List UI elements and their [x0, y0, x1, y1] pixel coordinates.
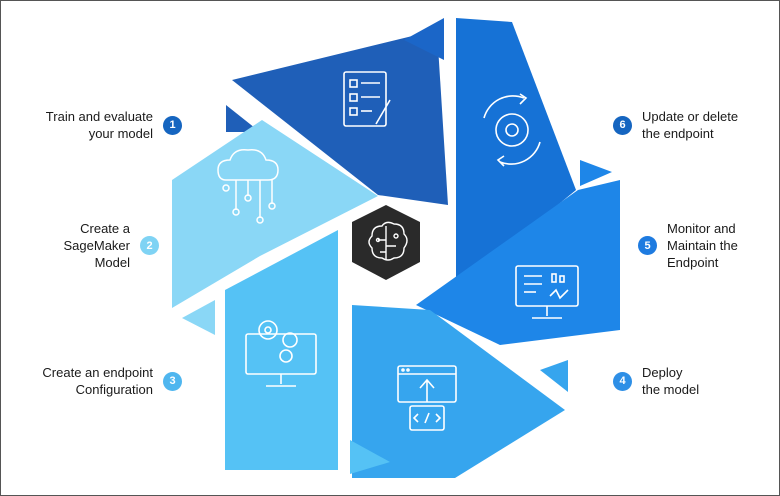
step-3-label: Create an endpoint Configuration [42, 365, 153, 397]
step-6: 6 Update or delete the endpoint [613, 108, 738, 142]
segment-2 [172, 120, 378, 308]
checklist-icon [343, 71, 391, 127]
segment-1 [232, 30, 448, 205]
step-2-label: Create a SageMaker Model [63, 221, 130, 270]
segment-5 [416, 180, 620, 345]
step-1-label: Train and evaluate your model [45, 109, 153, 141]
brain-circuit-icon [368, 221, 408, 261]
segment-6 [456, 18, 576, 288]
segment-3-tab [350, 440, 390, 474]
step-5-label: Monitor and Maintain the Endpoint [667, 221, 738, 270]
step-2-badge: 2 [140, 236, 159, 255]
segment-4-tab [540, 360, 568, 392]
monitor-gears-icon [245, 320, 317, 387]
step-4: 4 Deploy the model [613, 364, 699, 398]
step-6-badge: 6 [613, 115, 632, 135]
deploy-code-icon [397, 365, 457, 431]
step-4-badge: 4 [613, 371, 632, 391]
step-3-badge: 3 [163, 371, 182, 391]
segment-5-tab [580, 160, 612, 186]
segment-3 [225, 230, 338, 470]
step-2: Create a SageMaker Model 2 [64, 220, 159, 271]
segment-2-tab [182, 300, 215, 335]
step-1: Train and evaluate your model 1 [46, 108, 182, 142]
segment-4 [352, 305, 565, 478]
step-6-label: Update or delete the endpoint [642, 109, 739, 141]
segment-1-tab [226, 105, 260, 132]
step-5: 5 Monitor and Maintain the Endpoint [638, 220, 738, 271]
cloud-network-icon [217, 148, 279, 224]
dashboard-monitor-icon [515, 265, 579, 319]
segment-6-tab [404, 18, 444, 60]
step-1-badge: 1 [163, 115, 182, 135]
step-4-label: Deploy the model [642, 365, 700, 397]
refresh-gear-icon [483, 93, 541, 167]
step-5-badge: 5 [638, 236, 657, 255]
step-3: Create an endpoint Configuration 3 [42, 364, 182, 398]
